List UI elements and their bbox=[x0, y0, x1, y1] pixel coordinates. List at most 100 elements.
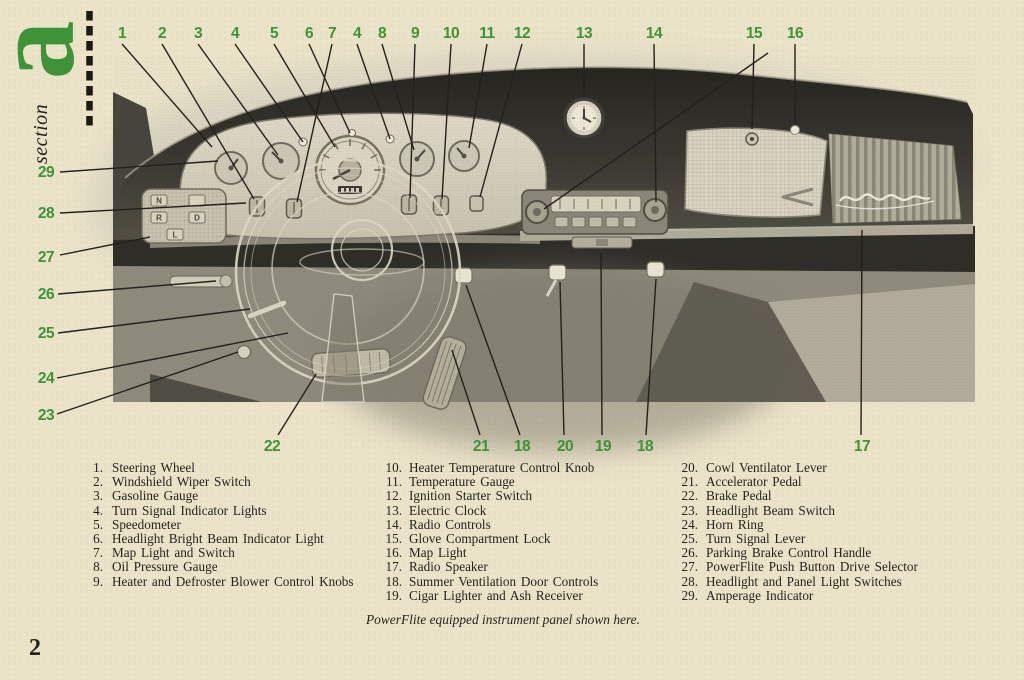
callout-3: 3 bbox=[194, 25, 203, 42]
legend-item-number: 13. bbox=[385, 502, 402, 518]
callout-18: 18 bbox=[637, 438, 654, 455]
leader-line-27 bbox=[59, 236, 151, 256]
leader-line-9 bbox=[409, 43, 416, 199]
legend-item-4: 4.Turn Signal Indicator Lights bbox=[60, 502, 360, 518]
legend-item-text: Map Light and Switch bbox=[112, 545, 235, 561]
leader-line-5 bbox=[273, 43, 336, 148]
legend-item-number: 24. bbox=[681, 516, 698, 532]
legend-item-25: 25.Turn Signal Lever bbox=[668, 531, 970, 547]
legend-item-6: 6. Headlight Bright Beam Indicator Light bbox=[60, 531, 360, 547]
callout-5: 5 bbox=[270, 25, 279, 42]
callout-24: 24 bbox=[38, 370, 55, 387]
legend-item-number: 12. bbox=[385, 488, 402, 504]
callout-11: 11 bbox=[479, 25, 495, 42]
section-tab-word: section bbox=[30, 103, 52, 164]
leader-line-29 bbox=[59, 160, 219, 173]
legend-item-number: 11. bbox=[386, 474, 402, 490]
callout-29: 29 bbox=[38, 164, 55, 181]
leader-line-18 bbox=[465, 284, 521, 436]
legend-item-text: Heater Temperature Control Knob bbox=[409, 460, 595, 475]
leader-line-12 bbox=[479, 43, 523, 198]
legend-item-text: Gasoline Gauge bbox=[112, 488, 199, 504]
leader-line-2 bbox=[161, 43, 255, 200]
legend-item-text: Ignition Starter Switch bbox=[409, 488, 533, 504]
leader-line-20 bbox=[559, 281, 565, 436]
legend-item-text: Turn Signal Lever bbox=[706, 531, 806, 547]
callout-26: 26 bbox=[38, 286, 55, 303]
leader-line-24 bbox=[56, 332, 289, 379]
leader-line-17 bbox=[860, 229, 863, 436]
legend-item-5: 5.Speedometer bbox=[60, 517, 360, 532]
legend-item-number: 17. bbox=[385, 559, 402, 575]
legend-item-number: 21. bbox=[681, 474, 698, 490]
leader-line-19 bbox=[600, 252, 603, 436]
legend-item-number: 22. bbox=[681, 488, 698, 504]
leader-line-18 bbox=[645, 278, 657, 436]
callout-20: 20 bbox=[557, 438, 573, 455]
legend-item-27: 27. PowerFlite Push Button Drive Selector bbox=[668, 560, 970, 574]
legend-item-text: Turn Signal Indicator Lights bbox=[112, 502, 267, 518]
legend-item-text: Temperature Gauge bbox=[409, 474, 515, 490]
legend-item-21: 21.Accelerator Pedal bbox=[668, 475, 970, 489]
page-number: 2 bbox=[29, 635, 41, 661]
legend-item-10: 10.Heater Temperature Control Knob bbox=[376, 460, 668, 475]
leader-line-extra bbox=[543, 52, 769, 210]
legend-item-number: 26. bbox=[681, 545, 698, 561]
leader-line-14 bbox=[653, 43, 657, 203]
legend-item-9: 9.Heater and Defroster Blower Control Kn… bbox=[60, 573, 360, 589]
callout-7: 7 bbox=[328, 25, 336, 42]
legend-item-7: 7.Map Light and Switch bbox=[60, 546, 360, 560]
leader-line-4 bbox=[234, 43, 304, 143]
legend-item-number: 9. bbox=[93, 573, 103, 589]
callout-4: 4 bbox=[353, 25, 362, 42]
legend-item-23: 23.Headlight Beam Switch bbox=[668, 502, 970, 518]
legend-item-11: 11. Temperature Gauge bbox=[376, 475, 668, 489]
legend-item-18: 18.Summer Ventilation Door Controls bbox=[376, 574, 668, 589]
legend-item-2: 2.Windshield Wiper Switch bbox=[60, 475, 360, 489]
legend-item-text: PowerFlite Push Button Drive Selector bbox=[706, 559, 918, 575]
leader-line-3 bbox=[197, 43, 279, 156]
callout-27: 27 bbox=[38, 249, 54, 266]
legend-item-text: Parking Brake Control Handle bbox=[706, 545, 872, 561]
legend-item-28: 28.Headlight and Panel Light Switches bbox=[668, 574, 970, 589]
legend-item-8: 8. Oil Pressure Gauge bbox=[60, 560, 360, 574]
callout-14: 14 bbox=[646, 25, 663, 42]
legend-item-13: 13. Electric Clock bbox=[376, 502, 668, 518]
leader-line-7 bbox=[296, 43, 333, 203]
dashboard-photo: N R D L bbox=[90, 54, 975, 452]
legend-item-text: Electric Clock bbox=[409, 502, 487, 518]
legend-item-text: Brake Pedal bbox=[706, 488, 772, 504]
legend-item-number: 16. bbox=[385, 545, 402, 561]
leader-line-4 bbox=[356, 43, 391, 140]
callout-18: 18 bbox=[514, 438, 531, 455]
callout-23: 23 bbox=[38, 407, 55, 424]
leader-line-8 bbox=[381, 43, 415, 151]
legend-item-22: 22. Brake Pedal bbox=[668, 489, 970, 503]
legend-item-text: Oil Pressure Gauge bbox=[112, 559, 218, 575]
legend-item-number: 14. bbox=[385, 516, 402, 532]
legend-item-number: 20. bbox=[681, 460, 698, 475]
legend-item-1: 1.Steering Wheel bbox=[60, 460, 360, 475]
legend-item-number: 27. bbox=[681, 559, 698, 575]
legend-item-number: 15. bbox=[385, 531, 402, 547]
legend-item-text: Headlight Beam Switch bbox=[706, 502, 835, 518]
legend-item-17: 17.Radio Speaker bbox=[376, 560, 668, 574]
leader-line-11 bbox=[468, 43, 488, 149]
callout-17: 17 bbox=[854, 438, 870, 455]
legend-item-14: 14.Radio Controls bbox=[376, 516, 668, 532]
callout-15: 15 bbox=[746, 25, 763, 42]
leader-line-25 bbox=[57, 308, 251, 334]
legend-item-text: Headlight Bright Beam Indicator Light bbox=[112, 531, 324, 547]
callout-21: 21 bbox=[473, 438, 490, 455]
legend-item-number: 8. bbox=[93, 559, 103, 575]
legend-item-15: 15.Glove Compartment Lock bbox=[376, 531, 668, 547]
callout-6: 6 bbox=[305, 25, 314, 42]
callout-25: 25 bbox=[38, 325, 55, 342]
legend-item-number: 6. bbox=[93, 531, 103, 547]
legend-item-26: 26. Parking Brake Control Handle bbox=[668, 546, 970, 560]
